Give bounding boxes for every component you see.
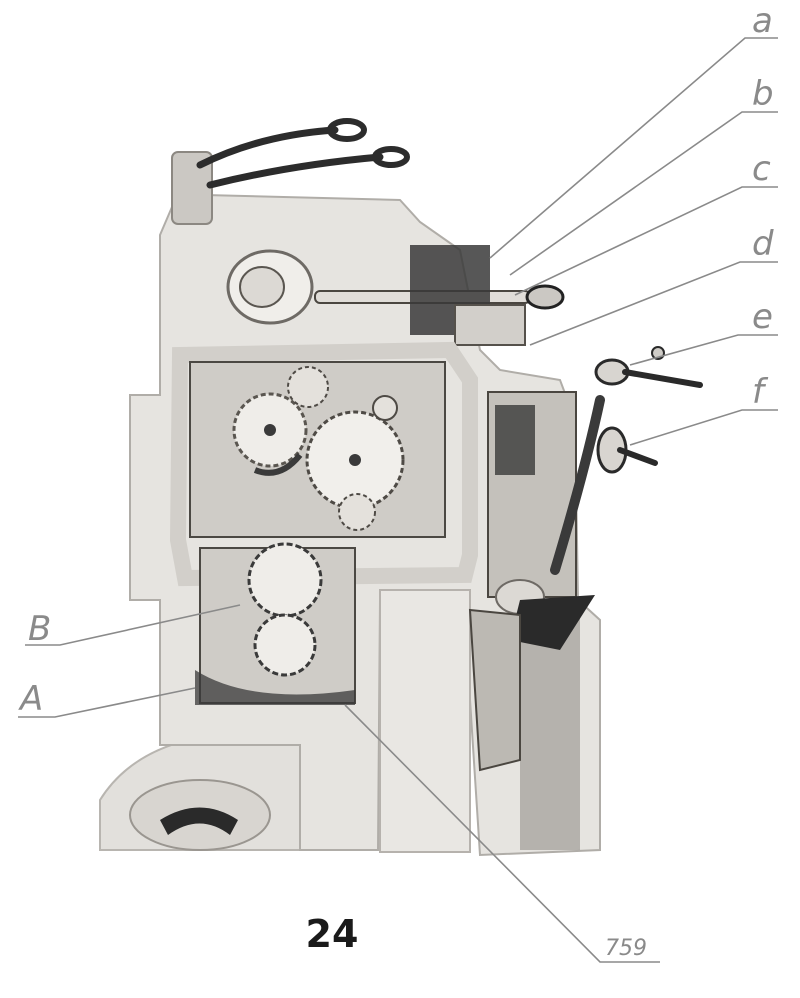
gear-window-upper — [169, 341, 478, 587]
leader-line-b — [509, 111, 778, 276]
leader-line-B — [25, 604, 241, 646]
lever-knob-icon-2 — [372, 146, 410, 168]
leader-line-f — [629, 409, 778, 446]
control-lever-icon — [550, 395, 605, 575]
upper-bracket-face — [454, 304, 526, 346]
leader-line-ref — [344, 704, 660, 963]
lever-knob-icon — [327, 118, 367, 142]
leader-line-a — [489, 37, 778, 259]
label-c: c — [752, 149, 771, 189]
spindle-cone-inner — [239, 266, 285, 308]
lower-bracket — [468, 608, 521, 772]
lever-icon-2 — [206, 153, 384, 189]
label-ref: 759 — [605, 936, 647, 961]
gear-linkage — [253, 453, 303, 476]
gear-hub — [349, 454, 361, 466]
gear-icon — [372, 395, 398, 421]
gear-icon — [287, 366, 329, 408]
leader-lines — [18, 37, 778, 963]
page-number: 24 — [305, 912, 359, 956]
table-wedge — [510, 595, 595, 650]
label-A: A — [18, 679, 43, 719]
label-f: f — [752, 372, 769, 412]
gear-icon — [338, 493, 376, 531]
gear-icon — [247, 542, 323, 618]
label-B: B — [28, 609, 51, 649]
label-a: a — [752, 1, 773, 41]
machine-illustration — [99, 118, 703, 857]
handle-icon — [622, 369, 703, 388]
label-b: b — [752, 74, 774, 114]
label-d: d — [752, 224, 774, 264]
gear-hub — [264, 424, 276, 436]
leader-line-c — [514, 186, 778, 296]
gear-box-shadow — [195, 670, 355, 705]
leader-line-d — [529, 261, 778, 346]
rod-end-icon — [525, 284, 565, 310]
leader-line-e — [629, 334, 778, 366]
lever-icon — [196, 126, 339, 169]
column-shaft — [379, 589, 471, 853]
pulley-teeth — [160, 807, 238, 835]
right-panel-dark — [495, 405, 535, 475]
handle-icon — [617, 447, 658, 466]
label-e: e — [752, 297, 773, 337]
gear-icon — [253, 613, 317, 677]
leader-line-A — [18, 687, 196, 718]
